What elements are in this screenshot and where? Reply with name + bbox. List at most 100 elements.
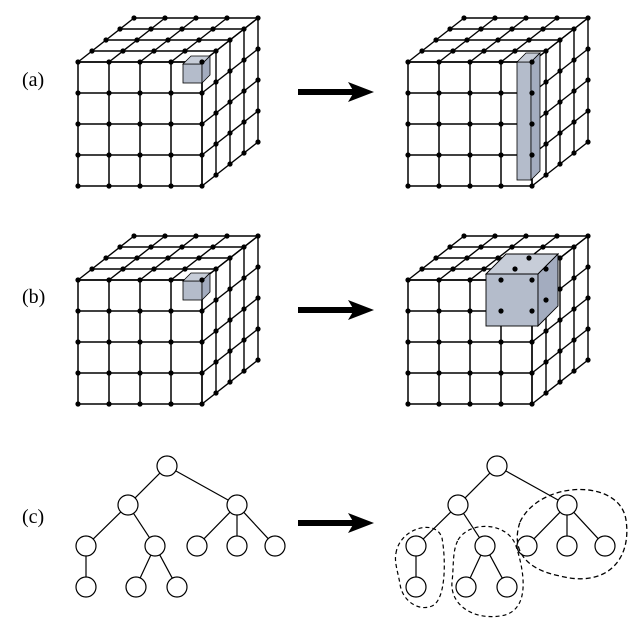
grid-node	[162, 15, 168, 21]
grid-node	[241, 275, 247, 281]
grid-node	[106, 277, 112, 283]
grid-node	[467, 90, 473, 96]
grid-node	[436, 121, 442, 127]
grid-node	[585, 264, 591, 270]
grid-node	[529, 152, 535, 158]
panel-label-b: (b)	[22, 286, 45, 308]
tree-node	[117, 494, 139, 516]
grid-node	[405, 90, 411, 96]
grid-node	[571, 26, 577, 32]
grid-node	[213, 172, 219, 178]
grid-node	[241, 337, 247, 343]
grid-node	[137, 277, 143, 283]
grid-node	[199, 183, 205, 189]
grid-node	[529, 339, 535, 345]
grid-node	[467, 308, 473, 314]
grid-node	[498, 152, 504, 158]
grid-node	[213, 328, 219, 334]
highlight-block-large-side	[537, 252, 559, 328]
grid-node	[168, 339, 174, 345]
grid-node	[255, 326, 261, 332]
grid-node	[106, 152, 112, 158]
tree-node	[144, 535, 166, 557]
grid-node	[199, 152, 205, 158]
grid-node	[523, 15, 529, 21]
grid-node	[467, 152, 473, 158]
grid-node	[495, 255, 501, 261]
tree-right	[394, 455, 628, 618]
highlight-column	[516, 61, 532, 181]
grid-node	[571, 57, 577, 63]
tree-node	[186, 535, 208, 557]
grid-node	[498, 339, 504, 345]
grid-node	[467, 183, 473, 189]
grid-node	[241, 368, 247, 374]
grid-node	[585, 233, 591, 239]
grid-node	[464, 255, 470, 261]
grid-node	[137, 59, 143, 65]
tree-node	[226, 535, 248, 557]
tree-node	[516, 535, 538, 557]
grid-node	[179, 244, 185, 250]
grid-node	[585, 139, 591, 145]
grid-node	[523, 233, 529, 239]
arrow-c	[298, 513, 374, 533]
grid-node	[199, 121, 205, 127]
grid-node	[498, 59, 504, 65]
grid-node	[585, 46, 591, 52]
highlight-block	[182, 63, 203, 84]
grid-node	[461, 15, 467, 21]
grid-node	[106, 401, 112, 407]
grid-node	[557, 255, 563, 261]
grid-node	[241, 119, 247, 125]
grid-node	[436, 152, 442, 158]
grid-node	[213, 48, 219, 54]
grid-node	[165, 255, 171, 261]
tree-node	[156, 455, 178, 477]
grid-node	[227, 130, 233, 136]
grid-node	[168, 277, 174, 283]
grid-node	[75, 308, 81, 314]
grid-node	[585, 326, 591, 332]
grid-node	[498, 277, 504, 283]
grid-node	[255, 46, 261, 52]
grid-node	[543, 48, 549, 54]
grid-node	[467, 401, 473, 407]
grid-node	[478, 26, 484, 32]
grid-node	[227, 37, 233, 43]
grid-node	[131, 15, 137, 21]
grid-node	[75, 121, 81, 127]
tree-node	[455, 576, 477, 598]
grid-node	[436, 59, 442, 65]
grid-node	[168, 90, 174, 96]
grid-node	[436, 370, 442, 376]
tree-edge	[92, 511, 122, 540]
grid-node	[241, 244, 247, 250]
tree-node	[486, 455, 508, 477]
grid-node	[134, 37, 140, 43]
tree-edge	[159, 554, 173, 579]
grid-node	[554, 15, 560, 21]
grid-node	[106, 183, 112, 189]
grid-node	[557, 161, 563, 167]
grid-node	[436, 401, 442, 407]
tree-node	[474, 535, 496, 557]
grid-node	[227, 68, 233, 74]
grid-node	[557, 37, 563, 43]
tree-node	[405, 576, 427, 598]
grid-node	[255, 108, 261, 114]
grid-node	[137, 339, 143, 345]
grid-node	[120, 266, 126, 272]
grid-node	[199, 308, 205, 314]
tree-edge	[489, 554, 503, 579]
grid-node	[196, 37, 202, 43]
grid-node	[179, 26, 185, 32]
grid-node	[498, 183, 504, 189]
grid-node	[75, 59, 81, 65]
tree-edge	[462, 512, 481, 539]
subtree-boundary-3	[516, 488, 628, 580]
grid-node	[103, 37, 109, 43]
tree-node	[166, 576, 188, 598]
tree-node	[556, 535, 578, 557]
grid-node	[467, 277, 473, 283]
